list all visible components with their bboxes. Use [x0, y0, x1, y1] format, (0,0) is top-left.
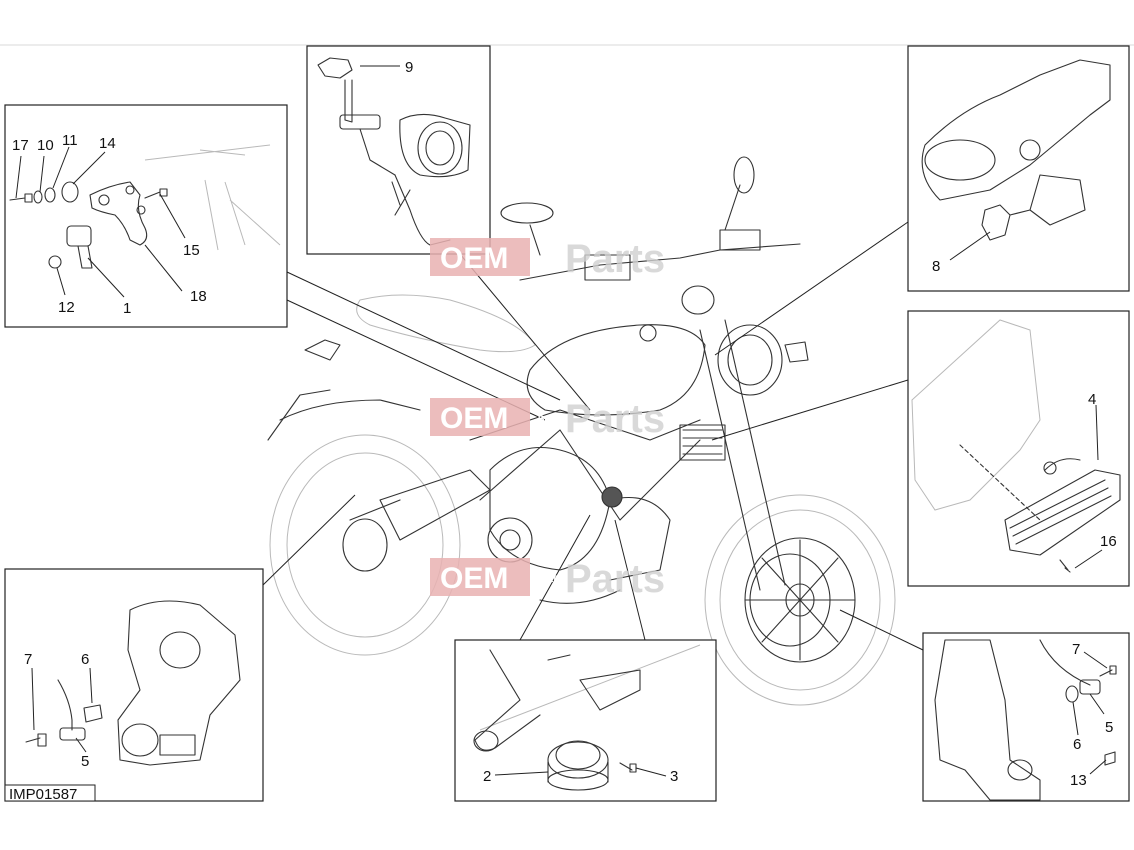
callout-2: 2	[483, 768, 491, 785]
motorcycle-illustration	[267, 156, 896, 706]
callout-5b: 5	[1105, 719, 1113, 736]
callout-11: 11	[62, 132, 78, 149]
callout-8: 8	[932, 258, 940, 275]
watermark-bottom: OEM BIKE Parts	[430, 557, 665, 601]
detail-box-horn: 2 3	[454, 639, 717, 802]
svg-text:BIKE: BIKE	[538, 254, 560, 264]
left-mirror	[500, 202, 554, 224]
headlight	[717, 324, 783, 396]
handlebar	[519, 243, 801, 281]
svg-text:BIKE: BIKE	[538, 414, 560, 424]
callout-12: 12	[58, 299, 75, 316]
callout-15: 15	[183, 242, 200, 259]
svg-text:Parts: Parts	[565, 237, 665, 281]
svg-text:Parts: Parts	[565, 557, 665, 601]
right-mirror	[733, 156, 755, 194]
exhaust-silencer	[379, 469, 491, 541]
svg-text:OEM: OEM	[440, 242, 508, 275]
detail-box-throttle-sensor: 9	[306, 45, 491, 255]
seat	[356, 294, 536, 353]
callout-7b: 7	[1072, 641, 1080, 658]
watermark-middle: OEM BIKE Parts	[430, 397, 665, 441]
detail-box-rear-speed-sensor: 7 6 5 IMP01587	[4, 568, 264, 803]
callout-10: 10	[37, 137, 54, 154]
callout-6b: 6	[1073, 736, 1081, 753]
callout-17: 17	[12, 137, 29, 154]
front-wheel	[704, 494, 896, 706]
callout-6a: 6	[81, 651, 89, 668]
svg-text:Parts: Parts	[565, 397, 665, 441]
callout-14: 14	[99, 135, 116, 152]
rear-wheel	[269, 434, 461, 656]
svg-text:OEM: OEM	[440, 402, 508, 435]
detail-box-key-switch: 8	[907, 45, 1130, 292]
front-fork	[699, 319, 786, 591]
detail-box-gear-sensor: 17 10 11 14 15 12 1 18	[4, 104, 288, 328]
callout-7a: 7	[24, 651, 32, 668]
callout-16: 16	[1100, 533, 1117, 550]
callout-1: 1	[123, 300, 131, 317]
detail-box-front-speed-sensor: 7 5 6 13	[922, 632, 1130, 802]
fuel-tank	[526, 324, 706, 416]
svg-text:BIKE: BIKE	[538, 574, 560, 584]
callout-3: 3	[670, 768, 678, 785]
detail-box-regulator: 4 16	[907, 310, 1130, 587]
callout-5a: 5	[81, 753, 89, 770]
callout-9: 9	[405, 59, 413, 76]
diagram-code: IMP01587	[9, 786, 77, 803]
engine	[489, 446, 611, 571]
svg-text:OEM: OEM	[440, 562, 508, 595]
callout-4: 4	[1088, 391, 1096, 408]
callout-13: 13	[1070, 772, 1087, 789]
watermark-top: OEM BIKE Parts	[430, 237, 665, 281]
callout-18: 18	[190, 288, 207, 305]
